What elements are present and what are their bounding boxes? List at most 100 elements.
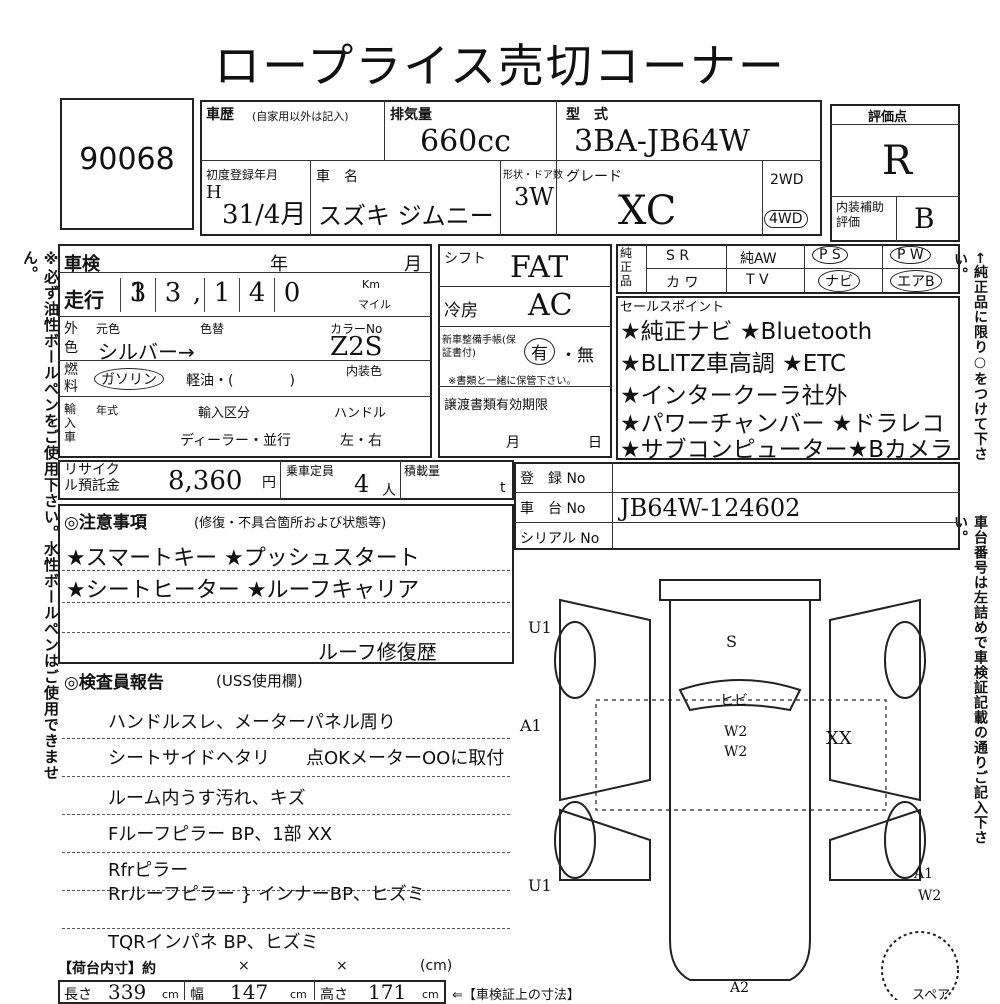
load-label: 積載量 (404, 464, 441, 478)
option-airbag: エアB (890, 270, 942, 292)
caution-line: ★スマートキー ★プッシュスタート (66, 546, 420, 571)
mileage-digit: 4 (239, 278, 274, 312)
option-navi: ナビ (818, 270, 860, 292)
mileage-digit: 3 (120, 278, 155, 312)
drive-2wd: 2WD (770, 172, 804, 188)
displacement-label: 排気量 (390, 107, 432, 123)
history-note: (自家用以外は記入) (252, 110, 349, 123)
capacity-value: 4 (354, 470, 370, 498)
diagram-mark: W2 (724, 724, 748, 740)
inspector-title: ◎検査員報告 (64, 673, 164, 693)
cargo-x1: × (238, 958, 250, 974)
body-outline (669, 599, 811, 981)
car-name-value: スズキ ジムニー (318, 202, 494, 230)
option-tv: T V (746, 272, 769, 288)
spare-tire (881, 931, 959, 1000)
shaken-month-label: 月 (404, 254, 422, 275)
diagram-mark: ヒビ (720, 693, 748, 709)
length-value: 339 (108, 980, 147, 1004)
model-label: 型 式 (566, 107, 608, 123)
recycle-row (58, 460, 514, 500)
handle-label: ハンドル (334, 406, 387, 421)
header-grid (200, 100, 822, 236)
caution-block (58, 504, 514, 664)
fuel-label: 燃料 (64, 362, 78, 395)
cargo-note: ⇐【車検証上の寸法】 (452, 988, 580, 1003)
inspector-line: TQRインパネ BP、ヒズミ (108, 932, 319, 953)
color-value: シルバー→ (98, 340, 195, 364)
sales-point-line: ★純正ナビ ★Bluetooth (620, 319, 873, 345)
sales-point-line: ★パワーチャンバー ★ドラレコ (620, 411, 945, 437)
interior-value: B (914, 202, 935, 235)
mileage-unit-km: Km (362, 278, 380, 291)
score-value: R (882, 138, 913, 184)
interior-label: 内装補助評価 (836, 200, 885, 229)
option-kawa: カ ワ (666, 275, 699, 291)
inspector-line: Rrルーフピラー } インナーBP、ヒズミ (108, 884, 425, 905)
mileage-digit: 0 (274, 278, 309, 312)
diagram-mark: S (726, 632, 737, 651)
shift-value: FAT (510, 250, 569, 285)
sales-point-line: ★サブコンピューター★Bカメラ (620, 437, 954, 463)
lot-number: 90068 (79, 142, 175, 177)
doors-label: 形状・ドア数 (503, 170, 563, 181)
load-unit: t (500, 480, 506, 496)
score-box (830, 104, 960, 242)
reg-number-label: 登 録 No (520, 471, 586, 487)
capacity-label: 乗車定員 (286, 464, 335, 478)
rear-bumper-outline (659, 579, 821, 601)
right-lower-outline (829, 808, 921, 881)
ext-color-label: 外色 (64, 321, 78, 356)
page-title: ロープライス売切コーナー (214, 39, 786, 93)
cargo-label: 【荷台内寸】約 (58, 961, 156, 977)
width-unit: cm (290, 988, 307, 1001)
score-label: 評価点 (868, 110, 908, 125)
grade-label: グレード (566, 169, 622, 185)
windshield-outline (678, 679, 802, 712)
cargo-x2: × (336, 958, 348, 974)
left-lower-outline (559, 808, 651, 881)
right-side-note-top: ←純正品に限り○をつけて下さい。 (952, 252, 988, 462)
caution-line: ルーフ修復歴 (318, 640, 437, 664)
sales-point-line: ★BLITZ車高調 ★ETC (620, 351, 847, 377)
sales-points-label: セールスポイント (620, 300, 725, 315)
width-value: 147 (230, 980, 269, 1004)
mileage-label: 走行 (64, 288, 104, 312)
wheel-right-front (884, 621, 926, 699)
first-reg-era: H (206, 182, 222, 203)
mileage-digits: 1 3 3 , 1 4 0 (120, 278, 354, 312)
displacement-value: 660cc (420, 124, 511, 159)
handle-value: 左・右 (340, 433, 382, 449)
ac-value: AC (528, 288, 573, 323)
import-year-label: 年式 (96, 404, 118, 417)
diagram-mark: A1 (520, 716, 542, 735)
shift-label: シフト (444, 251, 486, 267)
diagram-mark: XX (826, 728, 852, 749)
inspection-block (58, 244, 432, 458)
length-label: 長さ (64, 987, 92, 1003)
option-aw: 純AW (740, 251, 777, 267)
model-value: 3BA-JB64W (574, 124, 751, 159)
grade-value: XC (618, 188, 677, 234)
height-unit: cm (422, 988, 439, 1001)
diagram-mark: A1 (914, 866, 934, 882)
fuel-gasoline: ガソリン (94, 368, 164, 390)
caution-title: ◎注意事項 (64, 513, 147, 533)
ac-label: 冷房 (444, 301, 478, 321)
option-sr: S R (666, 248, 690, 264)
shaken-label: 車検 (64, 254, 100, 275)
import-label: 輸入車 (64, 402, 77, 444)
interior-color-label: 内装色 (346, 364, 383, 378)
transfer-day: 日 (588, 435, 602, 451)
shift-block (438, 244, 612, 458)
inspector-subtitle: (USS使用欄) (216, 672, 303, 690)
first-reg-label: 初度登録年月 (206, 168, 279, 182)
options-grid (616, 244, 960, 294)
recycle-label: リサイクル預託金 (64, 462, 120, 494)
cargo-unit: (cm) (420, 958, 453, 974)
diagram-mark: W2 (724, 744, 748, 760)
inspector-line: ハンドルスレ、メーターパネル周り (108, 712, 396, 733)
spare-label: スペア (912, 988, 951, 1003)
import-type-value: ディーラー・並行 (180, 433, 292, 449)
height-label: 高さ (320, 987, 348, 1003)
